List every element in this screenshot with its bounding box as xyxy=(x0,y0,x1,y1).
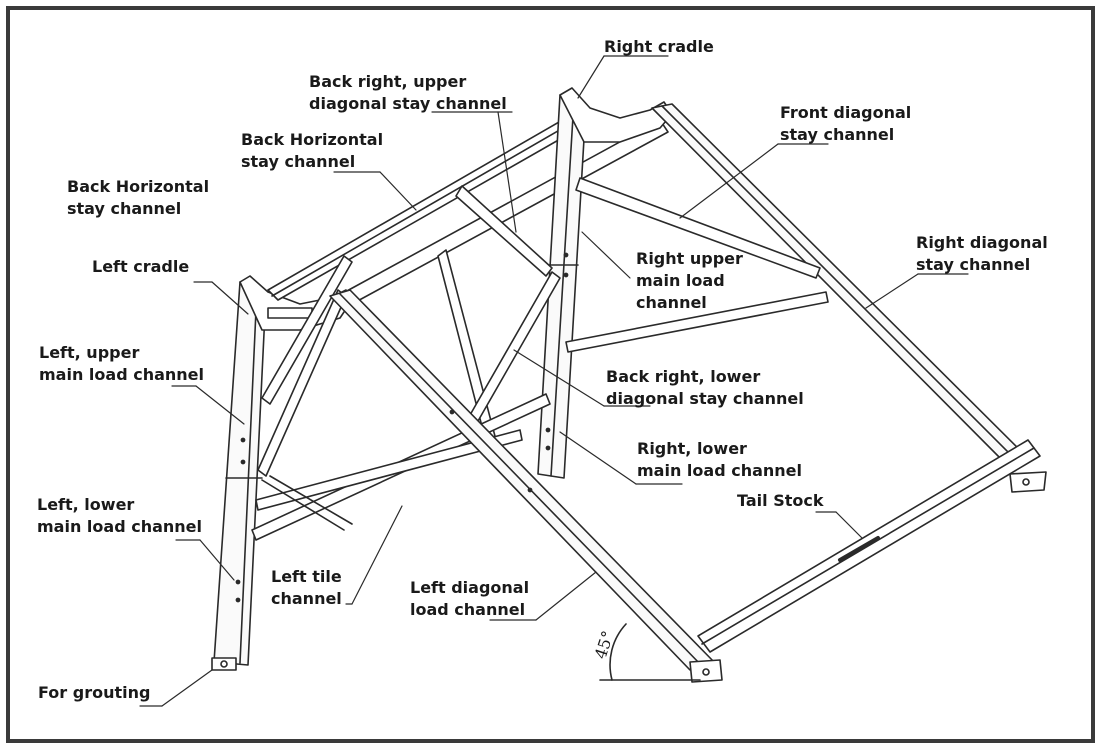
tail-stock xyxy=(697,439,1041,653)
front-diagonal-stay-channel xyxy=(575,177,821,279)
leader-lines xyxy=(139,55,969,707)
left-grout-foot xyxy=(211,657,237,671)
mid-horizontal-stay xyxy=(565,291,829,353)
label-left-upper-main-load: Left, upper main load channel xyxy=(39,343,204,384)
back-horizontal-lower-stay xyxy=(344,119,669,305)
label-tail-stock: Tail Stock xyxy=(737,491,824,510)
angle-indicator xyxy=(599,623,701,681)
label-right-lower-main-load: Right, lower main load channel xyxy=(637,439,802,480)
left-post xyxy=(213,281,267,666)
right-cradle xyxy=(559,87,673,143)
label-right-cradle: Right cradle xyxy=(604,37,714,56)
label-back-right-lower-diagonal-stay: Back right, lower diagonal stay channel xyxy=(606,367,804,408)
label-back-horizontal-stay-upper: Back Horizontal stay channel xyxy=(241,130,384,171)
label-front-diagonal-stay: Front diagonal stay channel xyxy=(780,103,912,144)
label-left-lower-main-load: Left, lower main load channel xyxy=(37,495,202,536)
label-right-upper-main-load: Right upper main load channel xyxy=(636,249,743,312)
label-left-diagonal-load: Left diagonal load channel xyxy=(410,578,530,619)
label-for-grouting: For grouting xyxy=(38,683,151,702)
angle-label: 45° xyxy=(591,628,618,661)
label-back-horizontal-stay-left: Back Horizontal stay channel xyxy=(67,177,210,218)
label-left-tile-channel: Left tile channel xyxy=(271,567,342,608)
front-feet xyxy=(689,471,1047,683)
label-back-right-upper-diagonal-stay: Back right, upper diagonal stay channel xyxy=(309,72,507,113)
label-left-cradle: Left cradle xyxy=(92,257,190,276)
label-right-diagonal-stay: Right diagonal stay channel xyxy=(916,233,1048,274)
